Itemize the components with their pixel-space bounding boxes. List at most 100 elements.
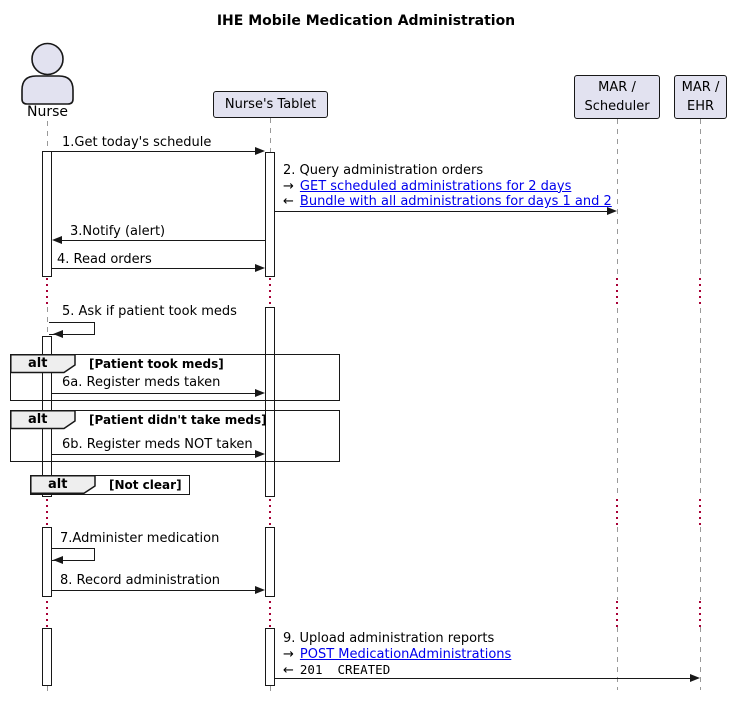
message-2-arrow: [275, 211, 608, 212]
tablet-delay-dots: [269, 499, 271, 526]
scheduler-lifeline: [616, 527, 618, 600]
participant-tablet: Nurse's Tablet: [213, 91, 328, 118]
alt-operator-pentagon: [29, 474, 96, 494]
arrowhead-right-icon: [255, 147, 265, 155]
message-9-request-row: → POST MedicationAdministrations: [283, 647, 511, 663]
tablet-delay-dots: [269, 601, 271, 627]
actor-body: [21, 75, 74, 105]
scheduler-delay-dots: [616, 601, 618, 627]
participant-scheduler-label-line1: MAR /: [598, 80, 636, 95]
alt-condition-label: [Patient didn't take meds]: [89, 413, 267, 427]
tablet-activation-bar: [265, 628, 275, 686]
ehr-delay-dots: [699, 601, 701, 627]
bundle-administrations-link[interactable]: Bundle with all administrations for days…: [299, 194, 612, 209]
alt-operator-label: alt: [48, 477, 68, 492]
ehr-delay-dots: [699, 278, 701, 307]
alt-fragment-patient-took-meds: alt [Patient took meds]: [9, 353, 340, 401]
nurse-activation-bar: [42, 628, 52, 686]
message-1-arrow: [52, 151, 256, 152]
get-scheduled-administrations-link[interactable]: GET scheduled administrations for 2 days: [299, 178, 572, 194]
scheduler-delay-dots: [616, 278, 618, 307]
alt-operator-label: alt: [28, 412, 48, 427]
participant-scheduler: MAR / Scheduler: [574, 75, 660, 119]
alt-fragment-not-clear: alt [Not clear]: [29, 474, 190, 495]
message-6b-label: 6b. Register meds NOT taken: [62, 437, 253, 452]
arrowhead-right-icon: [690, 674, 700, 682]
message-2-response-row: ←Bundle with all administrations for day…: [283, 194, 612, 210]
message-5-self-arrow: [49, 322, 95, 335]
message-7-label: 7.Administer medication: [60, 531, 220, 546]
arrowhead-left-icon: [53, 556, 63, 564]
ehr-lifeline: [699, 527, 701, 600]
message-3-label: 3.Notify (alert): [70, 224, 166, 239]
actor-head: [31, 42, 64, 76]
scheduler-delay-dots: [616, 499, 618, 526]
post-medicationadministrations-link[interactable]: POST MedicationAdministrations: [299, 646, 512, 662]
message-9-arrow: [275, 678, 691, 679]
alt-operator-pentagon: [9, 409, 76, 429]
response-arrow-icon: ←: [283, 663, 294, 678]
nurse-activation-bar: [42, 151, 52, 277]
message-6a-arrow: [52, 393, 256, 394]
participant-ehr-label-line1: MAR /: [681, 80, 720, 95]
nurse-actor-icon: [21, 42, 74, 105]
message-9-response-row: ← 201 CREATED: [283, 662, 511, 679]
message-5-label: 5. Ask if patient took meds: [62, 304, 237, 319]
message-9-block: 9. Upload administration reports → POST M…: [283, 631, 511, 679]
arrowhead-right-icon: [255, 450, 265, 458]
request-arrow-icon: →: [283, 178, 294, 194]
ehr-delay-dots: [699, 499, 701, 526]
arrowhead-right-icon: [255, 586, 265, 594]
message-8-label: 8. Record administration: [60, 573, 221, 588]
ehr-lifeline: [699, 308, 701, 498]
ehr-lifeline: [699, 627, 701, 690]
message-6a-label: 6a. Register meds taken: [62, 375, 221, 390]
message-1-label: 1.Get today's schedule: [62, 135, 212, 150]
nurse-label: Nurse: [26, 104, 68, 120]
arrowhead-right-icon: [255, 264, 265, 272]
message-6b-arrow: [52, 454, 256, 455]
arrowhead-right-icon: [607, 207, 617, 215]
message-4-label: 4. Read orders: [57, 252, 152, 267]
arrowhead-left-icon: [52, 236, 62, 244]
alt-condition-label: [Not clear]: [109, 478, 182, 492]
scheduler-lifeline: [616, 308, 618, 498]
diagram-title: IHE Mobile Medication Administration: [216, 13, 516, 29]
nurse-lifeline: [46, 307, 48, 336]
alt-operator-label: alt: [28, 356, 48, 371]
alt-operator-pentagon: [9, 353, 76, 373]
scheduler-lifeline: [616, 627, 618, 690]
tablet-activation-bar: [265, 307, 275, 497]
participant-ehr-label-line2: EHR: [686, 99, 715, 114]
tablet-activation-bar: [265, 152, 275, 277]
message-2-label-row: 2. Query administration orders: [283, 163, 612, 179]
nurse-delay-dots: [46, 499, 48, 526]
message-2-block: 2. Query administration orders → GET sche…: [283, 163, 612, 210]
participant-ehr: MAR / EHR: [674, 75, 727, 119]
participant-tablet-label: Nurse's Tablet: [224, 97, 317, 112]
tablet-activation-bar: [265, 527, 275, 597]
alt-fragment-patient-didnt-take-meds: alt [Patient didn't take meds]: [9, 409, 340, 462]
message-4-arrow: [52, 268, 256, 269]
alt-condition-label: [Patient took meds]: [89, 357, 224, 371]
message-9-label: 9. Upload administration reports: [283, 631, 495, 646]
nurse-lifeline: [46, 121, 48, 151]
participant-scheduler-label-line2: Scheduler: [584, 99, 650, 114]
tablet-lifeline: [269, 118, 271, 152]
arrowhead-right-icon: [255, 389, 265, 397]
ehr-lifeline: [699, 119, 701, 277]
arrowhead-left-icon: [53, 330, 63, 338]
tablet-delay-dots: [269, 278, 271, 307]
message-2-request-row: → GET scheduled administrations for 2 day…: [283, 179, 612, 195]
tablet-lifeline: [269, 686, 271, 691]
message-7-self-arrow: [52, 548, 95, 561]
message-3-arrow: [62, 240, 265, 241]
scheduler-lifeline: [616, 119, 618, 277]
status-code-text: 201 CREATED: [299, 662, 391, 677]
message-9-label-row: 9. Upload administration reports: [283, 631, 511, 647]
nurse-activation-bar: [42, 527, 52, 597]
nurse-lifeline: [46, 686, 48, 691]
nurse-delay-dots: [46, 278, 48, 307]
request-arrow-icon: →: [283, 646, 294, 662]
